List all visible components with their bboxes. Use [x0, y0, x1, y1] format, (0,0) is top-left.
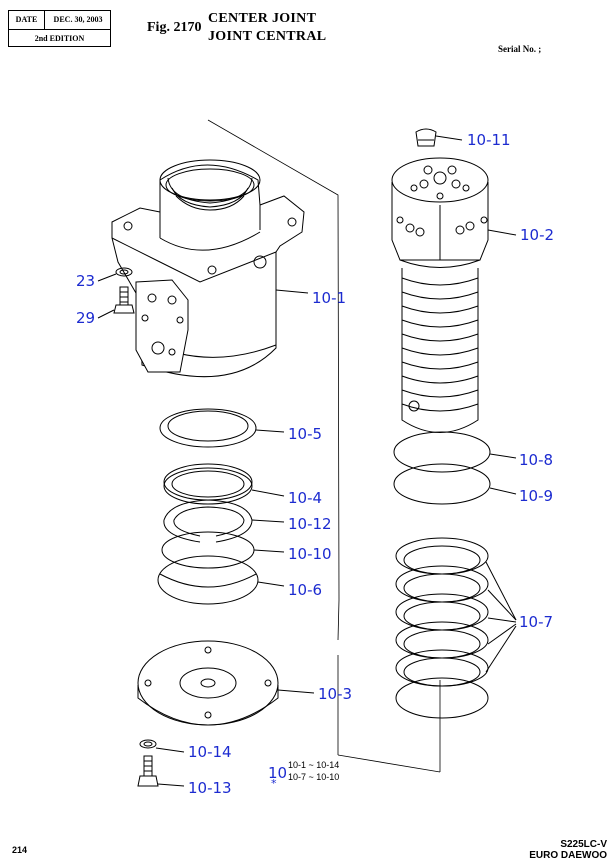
part-10-3-cover: [137, 640, 315, 726]
page-number: 214: [12, 845, 28, 855]
callout-10-8: 10-8: [519, 451, 554, 469]
callout-10-5: 10-5: [288, 425, 323, 443]
callout-10-12: 10-12: [288, 515, 332, 533]
part-10-13-bolt: [137, 755, 185, 787]
part-10-9-o-ring: [393, 463, 517, 505]
callout-10-7: 10-7: [519, 613, 554, 631]
part-10-10-o-ring: [161, 531, 285, 569]
header-date-box: DATE DEC. 30, 2003 2nd EDITION: [8, 10, 111, 47]
brand-name: EURO DAEWOO: [529, 850, 607, 861]
kit-number: 10: [268, 764, 288, 782]
date-value: DEC. 30, 2003: [53, 15, 103, 24]
page-title-primary: CENTER JOINT: [208, 11, 317, 26]
kit-marker: *: [271, 777, 277, 790]
callout-29: 29: [76, 309, 96, 327]
part-10-5-ring: [159, 408, 285, 448]
callout-10-4: 10-4: [288, 489, 323, 507]
callout-10-2: 10-2: [520, 226, 555, 244]
part-10-11-plug: [415, 128, 463, 147]
kit-range-1: 10-1 ~ 10-14: [288, 760, 340, 770]
part-10-8-o-ring: [393, 431, 517, 473]
kit-range-2: 10-7 ~ 10-10: [288, 772, 340, 782]
part-10-6-ring: [157, 555, 285, 605]
header-date-row: DATE DEC. 30, 2003: [9, 11, 110, 30]
model-name: S225LC-V: [560, 839, 607, 850]
callout-23: 23: [76, 272, 96, 290]
callout-10-3: 10-3: [318, 685, 353, 703]
part-10-7-seal-set: [395, 537, 517, 719]
figure-number: Fig. 2170: [147, 20, 202, 35]
callout-10-6: 10-6: [288, 581, 323, 599]
callout-10-11: 10-11: [467, 131, 511, 149]
callout-10-1: 10-1: [312, 289, 347, 307]
callout-10-14: 10-14: [188, 743, 232, 761]
leader-10-1: [275, 289, 309, 294]
callout-10-9: 10-9: [519, 487, 554, 505]
center-joint-housing: [111, 159, 305, 378]
page-title-secondary: JOINT CENTRAL: [208, 29, 327, 44]
edition-label: 2nd EDITION: [34, 34, 85, 43]
part-10-2-spindle: [391, 157, 517, 433]
part-10-12-backup-ring: [163, 499, 285, 543]
guide-lines: [207, 119, 441, 773]
date-label: DATE: [9, 11, 45, 29]
part-29-bolt: [97, 286, 135, 319]
callout-10-10: 10-10: [288, 545, 332, 563]
callout-10-13: 10-13: [188, 779, 232, 797]
serial-label: Serial No. ;: [498, 44, 542, 54]
part-10-14-washer: [139, 739, 185, 753]
part-10-4-seal: [163, 463, 285, 505]
part-23-washer: [97, 267, 133, 282]
